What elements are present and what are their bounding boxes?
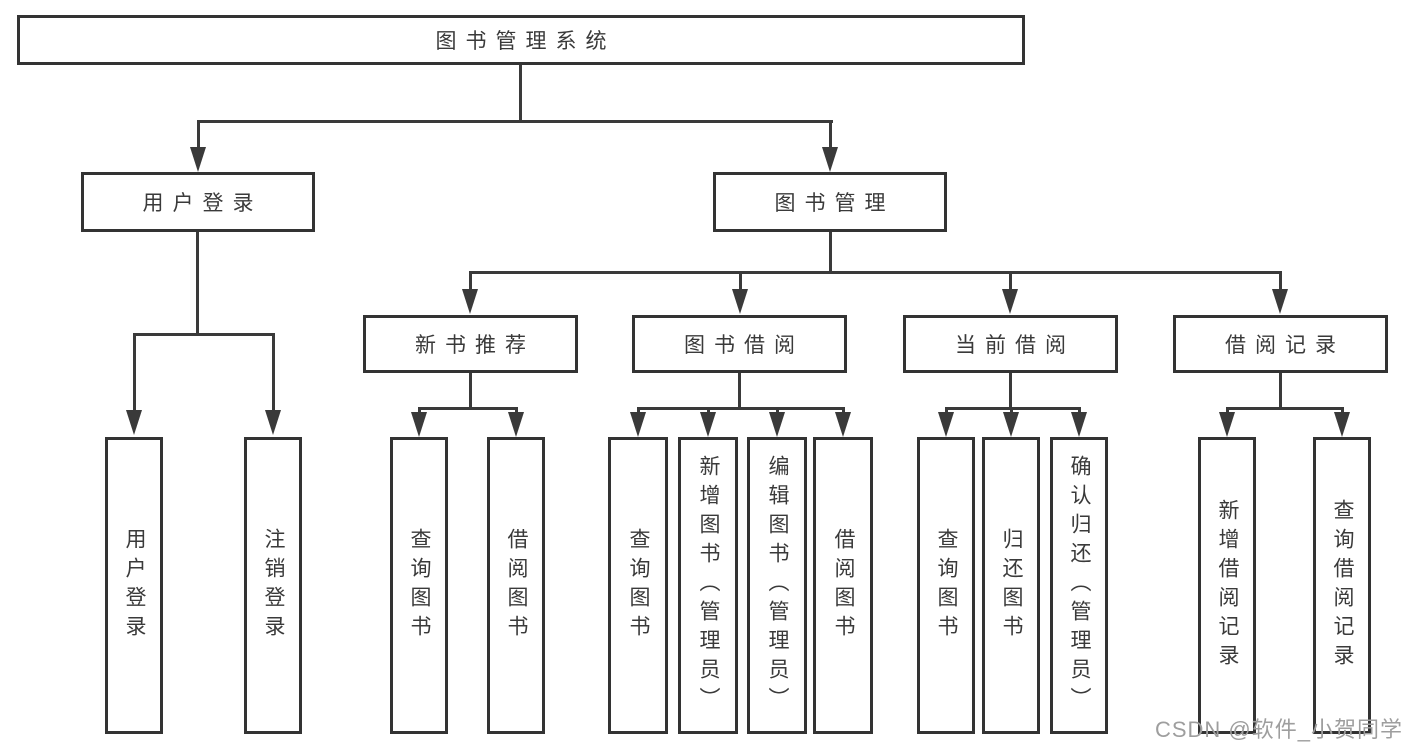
leaf-borrow-books-recommend: 借阅图书 (487, 437, 545, 734)
node-label: 图书管理 (774, 192, 895, 215)
node-borrowing-records: 借阅记录 (1173, 315, 1388, 373)
leaf-query-books-recommend: 查询图书 (390, 437, 448, 734)
arrowhead-down-icon (1003, 412, 1019, 437)
connector-line (707, 407, 710, 415)
connector-line (1009, 373, 1012, 410)
leaf-query-borrow-record: 查询借阅记录 (1313, 437, 1371, 734)
connector-line (133, 333, 275, 336)
connector-line (829, 232, 832, 274)
node-label: 归还图书 (1000, 527, 1023, 644)
connector-line (842, 407, 845, 415)
arrowhead-down-icon (1272, 289, 1288, 314)
node-label: 图书管理系统 (435, 30, 616, 53)
node-label: 注销登录 (262, 527, 285, 644)
connector-line (738, 373, 741, 410)
leaf-add-books-admin: 新增图书（管理员） (678, 437, 738, 734)
connector-line (637, 407, 640, 415)
arrowhead-down-icon (411, 412, 427, 437)
connector-line (272, 333, 275, 411)
connector-line (469, 373, 472, 410)
connector-line (1226, 407, 1344, 410)
leaf-query-books-current: 查询图书 (917, 437, 975, 734)
node-label: 编辑图书（管理员） (766, 455, 789, 716)
node-label: 借阅图书 (832, 527, 855, 644)
connector-line (418, 407, 518, 410)
arrowhead-down-icon (700, 412, 716, 437)
node-book-management: 图书管理 (713, 172, 947, 232)
connector-line (1010, 407, 1013, 415)
arrowhead-down-icon (126, 410, 142, 435)
node-label: 确认归还（管理员） (1068, 455, 1091, 716)
leaf-add-borrow-record: 新增借阅记录 (1198, 437, 1256, 734)
node-label: 图书借阅 (684, 334, 804, 357)
node-label: 查询借阅记录 (1331, 498, 1354, 673)
connector-line (519, 65, 522, 121)
leaf-borrow-books: 借阅图书 (813, 437, 873, 734)
leaf-logout: 注销登录 (244, 437, 302, 734)
connector-line (133, 333, 136, 411)
node-label: 新增图书（管理员） (697, 455, 720, 716)
node-label: 用户登录 (123, 527, 146, 644)
arrowhead-down-icon (1002, 289, 1018, 314)
arrowhead-down-icon (630, 412, 646, 437)
connector-line (469, 271, 472, 291)
connector-line (945, 407, 948, 415)
leaf-confirm-return-admin: 确认归还（管理员） (1050, 437, 1108, 734)
arrowhead-down-icon (732, 289, 748, 314)
node-book-borrowing: 图书借阅 (632, 315, 847, 373)
node-current-borrowing: 当前借阅 (903, 315, 1118, 373)
arrowhead-down-icon (1334, 412, 1350, 437)
node-label: 查询图书 (627, 527, 650, 644)
arrowhead-down-icon (1219, 412, 1235, 437)
connector-line (196, 232, 199, 336)
node-label: 当前借阅 (955, 334, 1075, 357)
arrowhead-down-icon (190, 147, 206, 172)
arrowhead-down-icon (822, 147, 838, 172)
arrowhead-down-icon (462, 289, 478, 314)
arrowhead-down-icon (1071, 412, 1087, 437)
arrowhead-down-icon (265, 410, 281, 435)
arrowhead-down-icon (769, 412, 785, 437)
connector-line (1078, 407, 1081, 415)
connector-line (197, 120, 200, 148)
leaf-return-books: 归还图书 (982, 437, 1040, 734)
node-label: 用户登录 (142, 192, 263, 215)
leaf-edit-books-admin: 编辑图书（管理员） (747, 437, 807, 734)
connector-line (945, 407, 1081, 410)
connector-line (418, 407, 421, 415)
leaf-query-books-borrowing: 查询图书 (608, 437, 668, 734)
node-label: 查询图书 (935, 527, 958, 644)
node-label: 借阅记录 (1225, 334, 1345, 357)
connector-line (637, 407, 845, 410)
leaf-user-login: 用户登录 (105, 437, 163, 734)
connector-line (197, 120, 833, 123)
arrowhead-down-icon (835, 412, 851, 437)
connector-line (469, 271, 1282, 274)
csdn-watermark: CSDN @软件_小贺同学 (1154, 717, 1403, 742)
connector-line (829, 120, 832, 148)
connector-line (776, 407, 779, 415)
node-user-login: 用户登录 (81, 172, 315, 232)
connector-line (515, 407, 518, 415)
connector-line (1279, 373, 1282, 410)
arrowhead-down-icon (938, 412, 954, 437)
node-label: 新增借阅记录 (1216, 498, 1239, 673)
node-root: 图书管理系统 (17, 15, 1025, 65)
arrowhead-down-icon (508, 412, 524, 437)
node-new-book-recommend: 新书推荐 (363, 315, 578, 373)
connector-line (1279, 271, 1282, 291)
node-label: 借阅图书 (505, 527, 528, 644)
connector-line (739, 271, 742, 291)
node-label: 新书推荐 (415, 334, 535, 357)
connector-line (1341, 407, 1344, 415)
connector-line (1226, 407, 1229, 415)
connector-line (1009, 271, 1012, 291)
node-label: 查询图书 (408, 527, 431, 644)
